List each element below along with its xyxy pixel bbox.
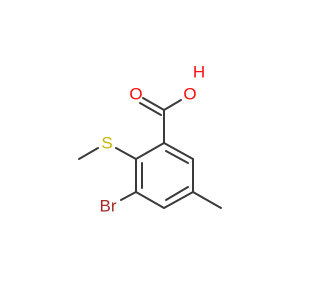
hydroxyl-bond	[163, 99, 182, 111]
carbonyl-bond-inner	[139, 102, 162, 116]
bond-sulfur-to-methyl	[78, 147, 99, 160]
carbonyl-bond-outer	[142, 97, 165, 111]
carboxyl-group: O O H	[129, 63, 205, 144]
sulfur-label: S	[101, 134, 112, 153]
ring-bond-c6-c1-inner	[165, 150, 189, 164]
ring-bond-c4-c5	[163, 191, 194, 209]
bromine-label: Br	[100, 197, 117, 216]
molecule-structure: O O H S Br	[78, 63, 222, 216]
bond-ring-to-methyl	[192, 191, 222, 209]
bromo-group: Br	[100, 191, 137, 216]
ring-bond-c3-c4	[135, 191, 165, 209]
ring-bond-c6-c1	[163, 142, 194, 160]
ring-bond-c1-c2	[135, 142, 165, 160]
hydroxyl-oxygen-label: O	[183, 85, 196, 104]
hydroxyl-hydrogen-label: H	[193, 63, 205, 82]
carbonyl-oxygen-label: O	[129, 85, 142, 104]
methylthio-group: S	[78, 134, 137, 160]
benzene-ring	[135, 142, 194, 209]
bond-ring-to-sulfur	[115, 147, 137, 160]
ring-bond-c4-c5-inner	[165, 186, 189, 201]
ring-methyl-group	[192, 191, 222, 209]
bond-ring-to-bromine	[120, 191, 137, 201]
